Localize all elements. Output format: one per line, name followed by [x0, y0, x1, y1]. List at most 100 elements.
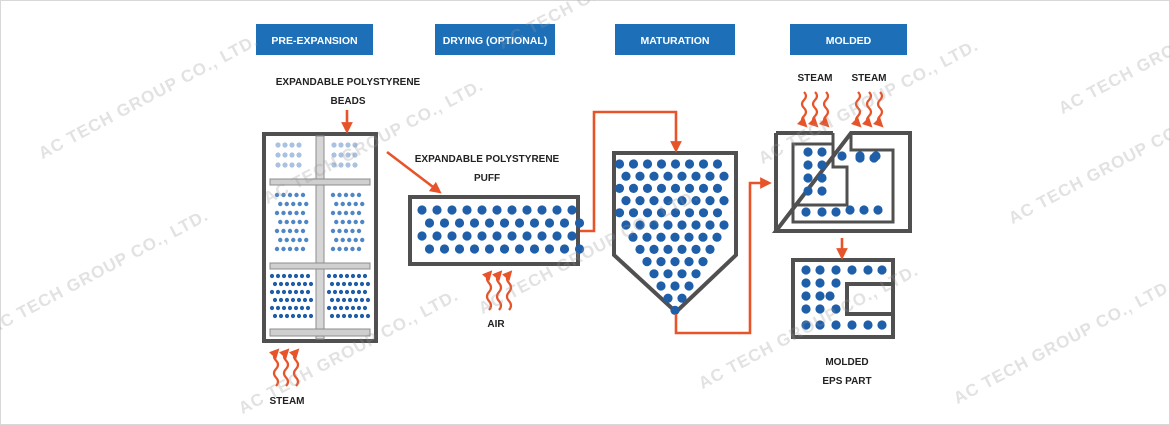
beads-molded-part: [801, 265, 887, 330]
bead: [297, 201, 302, 207]
bead: [514, 218, 525, 228]
bead: [803, 147, 813, 157]
bead: [663, 269, 673, 279]
bead: [492, 205, 502, 215]
bead: [275, 162, 281, 168]
bead: [507, 231, 517, 241]
bead: [417, 205, 427, 215]
bead: [272, 281, 278, 287]
bead: [691, 220, 701, 230]
step-header-label: MATURATION: [640, 35, 709, 47]
bead: [335, 281, 341, 287]
bead: [803, 173, 813, 183]
bead: [677, 244, 687, 254]
bead: [350, 246, 355, 252]
bead: [347, 313, 353, 319]
bead: [712, 183, 723, 193]
puff-label-line1: EXPANDABLE POLYSTYRENE: [415, 154, 560, 165]
bead: [863, 265, 873, 275]
bead: [574, 218, 585, 228]
bead: [656, 208, 667, 218]
bead: [281, 246, 286, 252]
step-header-bg: [256, 24, 373, 55]
bead: [684, 281, 694, 291]
bead: [350, 210, 355, 216]
bead: [281, 273, 287, 279]
bead: [269, 289, 275, 295]
bead: [337, 210, 342, 216]
bead: [698, 232, 708, 242]
bead: [691, 196, 701, 206]
bead: [343, 210, 349, 216]
bead: [326, 273, 332, 279]
bead: [343, 228, 349, 234]
bead: [663, 196, 673, 206]
pre-expander-vessel: [262, 132, 378, 343]
bead: [287, 228, 293, 234]
bead: [544, 218, 555, 228]
falling-wave-arrow: [850, 91, 862, 128]
bead: [304, 219, 309, 225]
bead: [537, 231, 547, 241]
bead: [698, 208, 709, 218]
steam-air-arrows: [269, 91, 884, 387]
bead: [507, 205, 517, 215]
bead: [614, 183, 625, 193]
bead: [635, 171, 645, 181]
bead: [278, 201, 283, 207]
silo-shell: [612, 151, 738, 315]
bead: [477, 205, 487, 215]
bead: [677, 293, 687, 303]
bead: [284, 237, 289, 243]
bead: [649, 196, 659, 206]
bead: [670, 208, 681, 218]
bead: [649, 171, 659, 181]
bead: [817, 173, 827, 183]
bead: [337, 192, 342, 198]
bead: [347, 219, 352, 225]
bead: [287, 246, 293, 252]
bead: [331, 142, 337, 148]
bead: [614, 159, 625, 169]
bead: [801, 320, 811, 330]
beads-label-line2: BEADS: [330, 96, 365, 107]
molded-label-line1: MOLDED: [825, 357, 868, 368]
bead: [447, 231, 457, 241]
flow-arrows: [341, 110, 848, 335]
bead: [338, 289, 344, 295]
bead: [329, 313, 335, 319]
bead: [334, 201, 339, 207]
bead: [335, 313, 341, 319]
bead: [304, 201, 309, 207]
bead: [847, 320, 857, 330]
bead: [338, 142, 344, 148]
bead: [356, 192, 362, 198]
bead: [469, 244, 480, 254]
bead: [338, 152, 344, 158]
maturation-silo: [612, 151, 738, 315]
step-header-label: PRE-EXPANSION: [271, 35, 357, 47]
bead: [656, 183, 667, 193]
bead: [698, 159, 709, 169]
bead: [278, 281, 284, 287]
bead: [269, 305, 275, 311]
bead: [635, 220, 645, 230]
bead: [831, 207, 841, 217]
bead: [296, 152, 302, 158]
bead: [628, 232, 638, 242]
bead: [801, 304, 811, 314]
bead: [454, 218, 465, 228]
bead: [663, 293, 673, 303]
bead: [332, 289, 338, 295]
bead: [299, 305, 305, 311]
molded-label-line2: EPS PART: [822, 376, 871, 387]
bead: [353, 237, 358, 243]
bead: [514, 244, 525, 254]
bead: [691, 269, 701, 279]
bead: [330, 228, 336, 234]
molded-part: [791, 258, 895, 339]
bead: [670, 281, 680, 291]
steam-label-left: STEAM: [798, 73, 833, 84]
bead: [847, 265, 857, 275]
bead: [567, 205, 577, 215]
